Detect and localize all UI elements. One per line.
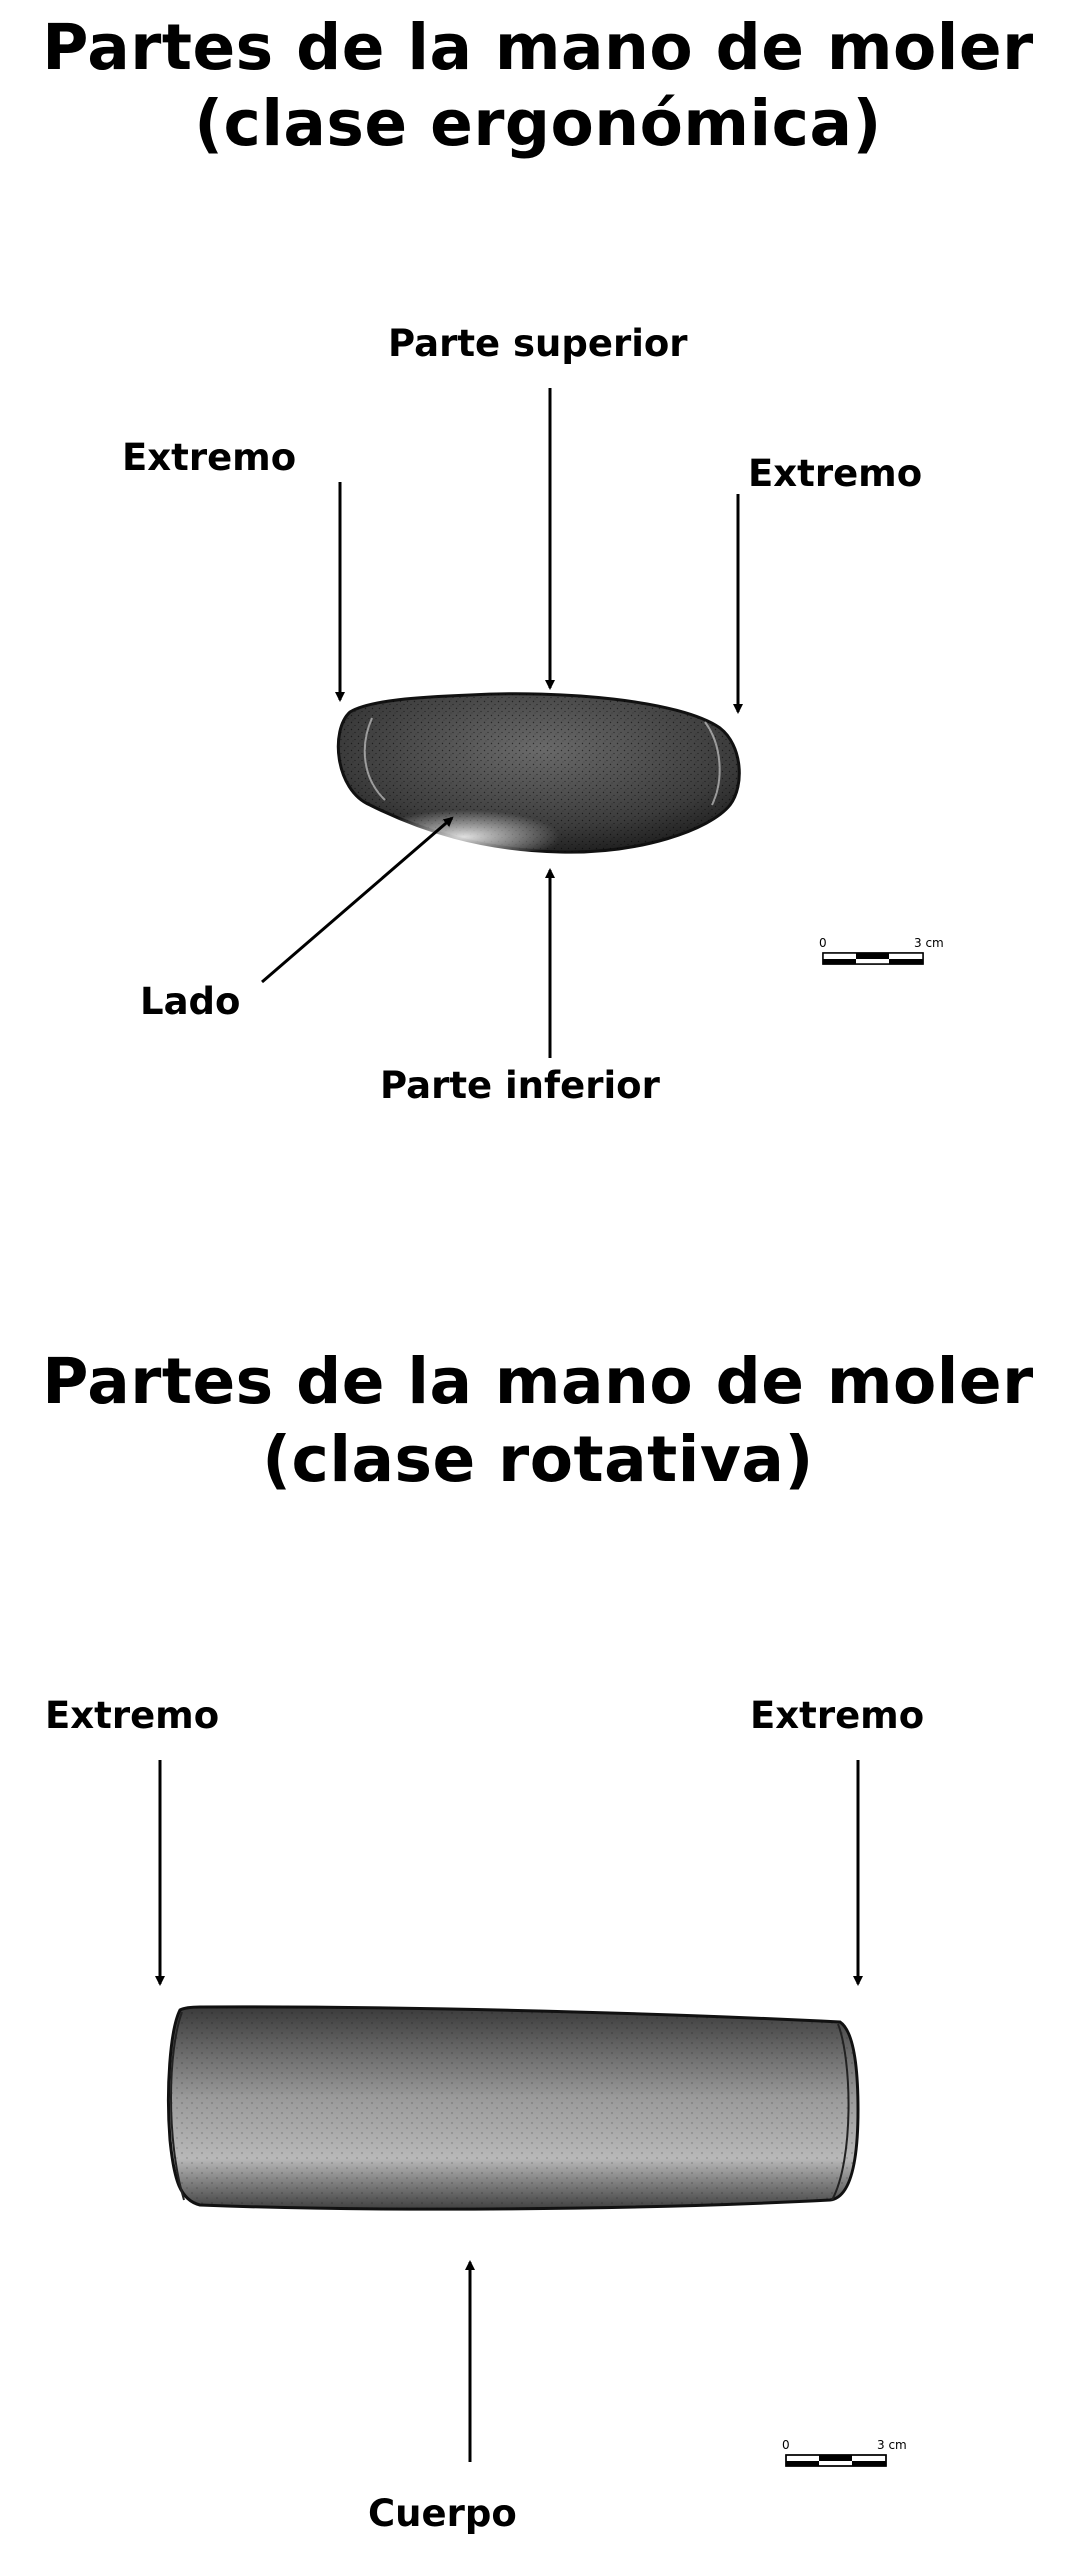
scale-1-end: 3 cm [914,936,944,950]
label-extremo-right-1: Extremo [748,452,923,495]
diagram-1-title-line-2: (clase ergonómica) [194,87,882,160]
scale-1-start: 0 [819,936,827,950]
scale-bar-2: 0 3 cm [782,2438,907,2467]
scale-2-end: 3 cm [877,2438,907,2452]
label-lado: Lado [140,980,241,1023]
label-parte-superior: Parte superior [388,322,688,365]
label-extremo-left-2: Extremo [45,1694,220,1737]
ergonomic-mano-stone [336,692,741,854]
label-extremo-right-2: Extremo [750,1694,925,1737]
diagram-1-title-line-1: Partes de la mano de moler [42,11,1034,84]
scale-2-start: 0 [782,2438,790,2452]
arrow-lado [261,816,454,984]
diagram-2-title-line-1: Partes de la mano de moler [42,1345,1034,1418]
label-extremo-left-1: Extremo [122,436,297,479]
scale-bar-1: 0 3 cm [819,936,944,965]
label-cuerpo: Cuerpo [368,2492,517,2535]
diagram-2-title-line-2: (clase rotativa) [262,1423,814,1496]
label-parte-inferior: Parte inferior [380,1064,660,1107]
rotary-mano-stone [166,2005,860,2211]
